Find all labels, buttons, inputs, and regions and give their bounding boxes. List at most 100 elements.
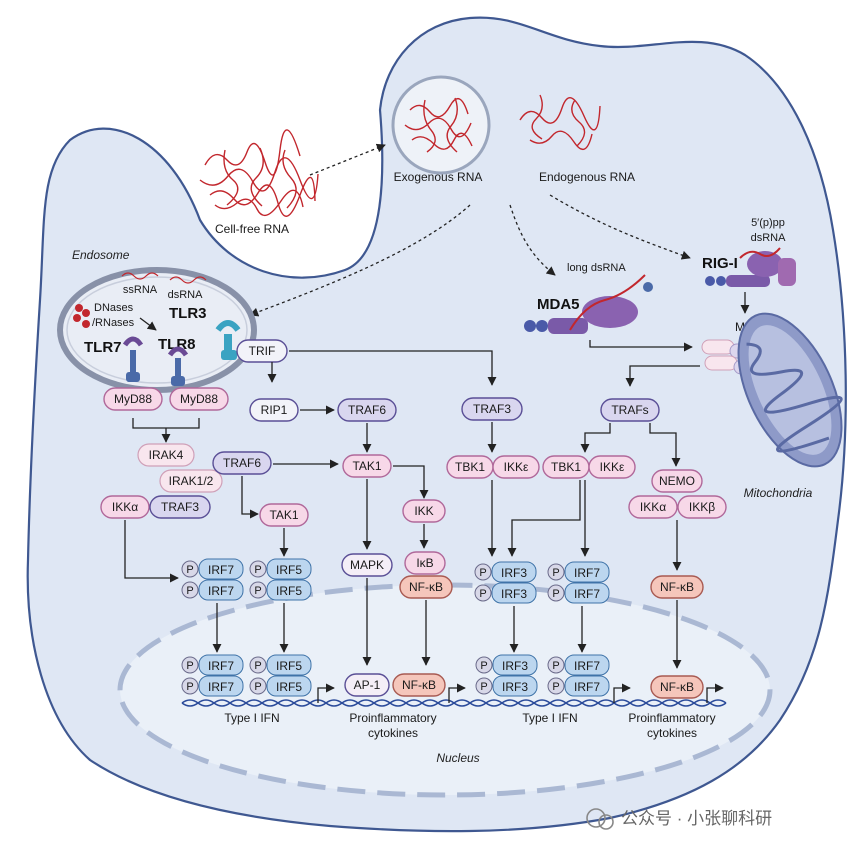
svg-text:P: P xyxy=(254,681,261,693)
node-ikka-right: IKKα xyxy=(628,495,678,519)
svg-text:IKKα: IKKα xyxy=(112,500,138,514)
node-irak4: IRAK4 xyxy=(137,443,195,467)
node-ikke-b: IKKε xyxy=(588,455,636,479)
svg-text:P: P xyxy=(186,660,193,672)
svg-text:IRF7: IRF7 xyxy=(574,680,600,694)
exogenous-rna-label: Exogenous RNA xyxy=(394,170,483,184)
svg-text:IRAK4: IRAK4 xyxy=(149,448,184,462)
rigi-receptor xyxy=(705,247,796,287)
svg-text:TRAFs: TRAFs xyxy=(611,403,648,417)
svg-text:IRF5: IRF5 xyxy=(276,584,302,598)
node-ikke-a: IKKε xyxy=(492,455,540,479)
arrow-to-endosome xyxy=(249,204,471,317)
arrow-nucleases xyxy=(139,317,157,331)
svg-text:NF-κB: NF-κB xyxy=(660,580,694,594)
node-nfkb-cyto: NF-κB xyxy=(399,575,453,599)
irf5-dimer-cyto-left: P IRF5 P IRF5 xyxy=(249,558,312,601)
svg-text:NF-κB: NF-κB xyxy=(660,680,694,694)
endosome-inner-membrane xyxy=(66,276,248,384)
svg-text:P: P xyxy=(254,585,261,597)
arrow-tak1-to-ikk xyxy=(393,465,429,499)
node-ikk: IKK xyxy=(402,499,446,523)
svg-text:MyD88: MyD88 xyxy=(114,392,152,406)
nucleus-label: Nucleus xyxy=(436,751,479,765)
cell-free-rna-label: Cell-free RNA xyxy=(215,222,289,236)
svg-text:IRF3: IRF3 xyxy=(502,659,528,673)
node-nfkb-right: NF-κB xyxy=(650,575,704,599)
svg-text:RIP1: RIP1 xyxy=(261,403,288,417)
endogenous-rna-strands xyxy=(519,94,601,151)
svg-text:NF-κB: NF-κB xyxy=(402,678,436,692)
mda5-receptor xyxy=(524,274,653,334)
svg-text:MyD88: MyD88 xyxy=(180,392,218,406)
node-ikkb-right: IKKβ xyxy=(677,495,727,519)
svg-text:P: P xyxy=(254,660,261,672)
svg-text:IKKε: IKKε xyxy=(504,460,529,474)
watermark-text: 公众号 · 小张聊科研 xyxy=(621,809,772,828)
svg-text:IRF7: IRF7 xyxy=(574,659,600,673)
dnases-label: DNases xyxy=(94,302,134,314)
arrow-tbk1b-to-irf3 xyxy=(507,480,581,557)
svg-text:TBK1: TBK1 xyxy=(455,460,485,474)
node-ap1: AP-1 xyxy=(344,673,390,697)
tss-arrow-left xyxy=(317,683,335,703)
arrow-trafs-to-nemo xyxy=(649,423,681,467)
node-nemo: NEMO xyxy=(651,469,703,493)
dna-strand xyxy=(181,699,727,707)
svg-text:P: P xyxy=(479,567,486,579)
node-trif: TRIF xyxy=(236,339,288,363)
svg-text:P: P xyxy=(552,681,559,693)
proinflam-right-label-2: cytokines xyxy=(647,726,697,740)
long-dsrna-label: long dsRNA xyxy=(567,262,626,274)
svg-text:IRF7: IRF7 xyxy=(208,563,234,577)
node-ikka-left: IKKα xyxy=(100,495,150,519)
watermark: 公众号 · 小张聊科研 xyxy=(586,808,772,830)
svg-text:IRF7: IRF7 xyxy=(208,659,234,673)
arrow-mavs-to-trafs xyxy=(625,365,700,387)
endosome-label: Endosome xyxy=(72,248,130,262)
arrow-cellfree-to-exogenous xyxy=(309,143,386,176)
arrow-trafs-to-tbk1 xyxy=(580,423,611,453)
svg-text:IKKα: IKKα xyxy=(640,500,666,514)
irf7-dimer-cyto-right: P IRF7 P IRF7 xyxy=(547,561,610,604)
rigi-label: RIG-I xyxy=(702,255,738,272)
mitochondria-label: Mitochondria xyxy=(744,486,813,500)
svg-text:AP-1: AP-1 xyxy=(354,678,381,692)
svg-text:TRAF6: TRAF6 xyxy=(348,403,386,417)
irf3-dimer-nuc: P IRF3 P IRF3 xyxy=(475,654,538,697)
svg-text:IRF7: IRF7 xyxy=(574,587,600,601)
svg-text:TBK1: TBK1 xyxy=(551,460,581,474)
svg-text:P: P xyxy=(480,681,487,693)
irf7-dimer-nuc-left: P IRF7 P IRF7 xyxy=(181,654,244,697)
node-rip1: RIP1 xyxy=(249,398,299,422)
type1ifn-right-label: Type I IFN xyxy=(522,711,577,725)
arrow-traf6-to-tak1-left xyxy=(241,476,259,519)
svg-text:IRF7: IRF7 xyxy=(574,566,600,580)
svg-text:P: P xyxy=(480,660,487,672)
svg-text:IKKε: IKKε xyxy=(600,460,625,474)
node-ikb: IκB xyxy=(404,551,446,575)
cell-free-rna-cluster xyxy=(199,129,319,217)
node-traf3-mid: TRAF3 xyxy=(461,397,523,421)
svg-text:TRIF: TRIF xyxy=(249,344,276,358)
proinflam-right-label-1: Proinflammatory xyxy=(628,711,715,725)
dsrna-label: dsRNA xyxy=(168,289,204,301)
exogenous-rna-strands xyxy=(404,97,473,153)
node-tbk1-a: TBK1 xyxy=(446,455,494,479)
svg-text:P: P xyxy=(186,564,193,576)
endosome-rna xyxy=(121,272,207,284)
node-myd88-b: MyD88 xyxy=(169,387,229,411)
mitochondrion xyxy=(737,312,843,468)
node-trafs: TRAFs xyxy=(600,398,660,422)
irf7-dimer-cyto-left: P IRF7 P IRF7 xyxy=(181,558,244,601)
type1ifn-left-label: Type I IFN xyxy=(224,711,279,725)
ssrna-label: ssRNA xyxy=(123,284,158,296)
arrow-trif-to-traf3 xyxy=(289,350,497,386)
node-traf6-mid: TRAF6 xyxy=(337,398,397,422)
tlr8-label: TLR8 xyxy=(158,336,196,353)
node-traf3-left: TRAF3 xyxy=(149,495,211,519)
irf7-dimer-nuc-right: P IRF7 P IRF7 xyxy=(547,654,610,697)
svg-text:TRAF3: TRAF3 xyxy=(473,402,511,416)
svg-text:IκB: IκB xyxy=(416,556,433,570)
svg-text:NEMO: NEMO xyxy=(659,474,695,488)
